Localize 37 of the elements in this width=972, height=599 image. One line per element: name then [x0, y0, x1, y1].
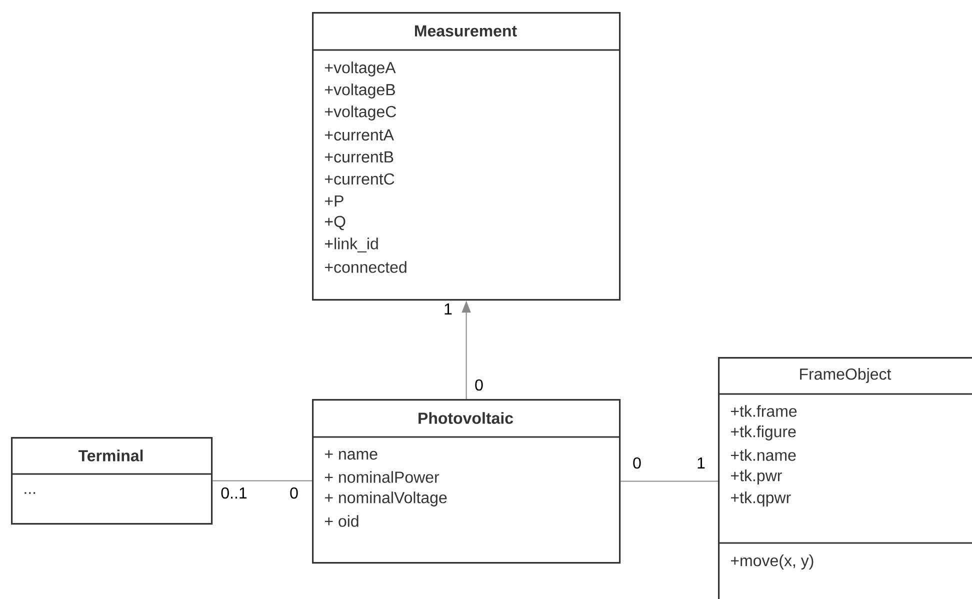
- class-name: FrameObject: [800, 368, 892, 383]
- class-box: [718, 357, 972, 599]
- attribute-text: +P: [325, 196, 344, 206]
- attribute-text: +voltageB: [325, 84, 395, 98]
- multiplicity-label: 1: [698, 458, 705, 468]
- method-text: +move(x, y): [730, 554, 814, 570]
- multiplicity-label: 0..1: [221, 487, 247, 499]
- attribute-text: +voltageA: [325, 62, 396, 76]
- attribute-text: + name: [325, 450, 378, 460]
- class-box: [312, 399, 621, 564]
- attribute-text: + nominalPower: [325, 471, 440, 483]
- multiplicity-label: 1: [444, 304, 452, 314]
- attribute-text: +Q: [325, 216, 346, 230]
- attribute-text: + nominalVoltage: [325, 492, 447, 506]
- association-line: [620, 480, 718, 482]
- class-box: [11, 437, 213, 525]
- attribute-text: +currentC: [325, 173, 394, 185]
- attribute-text: +link_id: [325, 238, 378, 252]
- attribute-text: + oid: [325, 515, 358, 527]
- class-name: Terminal: [78, 450, 143, 462]
- attribute-text: ...: [24, 492, 36, 494]
- attribute-text: +currentA: [325, 129, 394, 141]
- multiplicity-label: 0: [633, 457, 641, 469]
- multiplicity-label: 0: [290, 487, 298, 499]
- attribute-text: +tk.frame: [730, 405, 797, 417]
- class-name: Photovoltaic: [418, 412, 514, 424]
- attribute-text: +voltageC: [325, 106, 396, 120]
- attribute-text: +tk.pwr: [730, 470, 782, 484]
- attribute-text: +tk.figure: [730, 426, 796, 440]
- multiplicity-label: 0: [475, 379, 483, 391]
- association-line: [212, 480, 312, 482]
- attribute-text: +currentB: [325, 151, 394, 163]
- attribute-text: +tk.qpwr: [730, 492, 791, 506]
- attribute-text: +tk.name: [730, 449, 796, 461]
- class-box: [312, 12, 621, 301]
- attribute-text: +connected: [325, 261, 406, 273]
- class-name: Measurement: [415, 25, 517, 37]
